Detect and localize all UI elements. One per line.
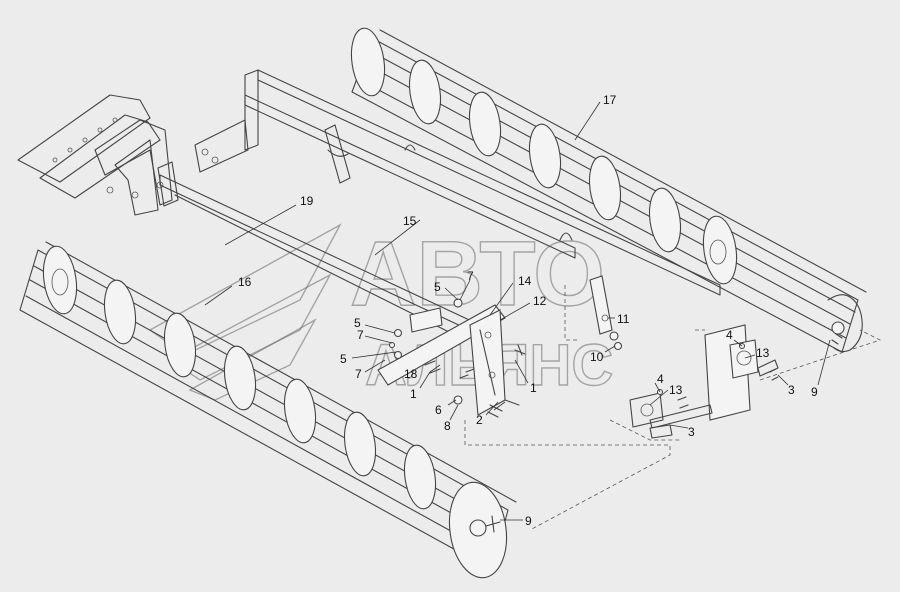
callout-1-right: 1 [530, 381, 537, 395]
callout-7-top: 7 [467, 269, 474, 283]
callout-3-right: 3 [788, 383, 795, 397]
callout-13-right: 13 [756, 346, 770, 360]
callout-5-middle: 5 [354, 316, 361, 330]
callout-18: 18 [404, 367, 418, 381]
callout-14: 14 [518, 274, 532, 288]
callout-4-right: 4 [726, 328, 733, 342]
callout-5-bottom: 5 [340, 352, 347, 366]
callout-labels: 17 19 15 16 5 7 14 12 5 7 5 7 18 1 6 8 2… [238, 93, 818, 528]
assembly-lines [464, 285, 882, 531]
callout-3-left: 3 [688, 425, 695, 439]
callout-17: 17 [603, 93, 617, 107]
callout-7-bottom: 7 [355, 367, 362, 381]
callout-12: 12 [533, 294, 547, 308]
callout-6: 6 [435, 403, 442, 417]
hitch-bracket [17, 94, 173, 216]
leader-lines [204, 101, 831, 521]
upper-roller [350, 27, 867, 353]
callout-7-middle: 7 [357, 328, 364, 342]
callout-15: 15 [403, 214, 417, 228]
callout-11: 11 [617, 312, 630, 326]
watermark-logo: АВТО АЛЬЯНС [148, 222, 614, 401]
center-bracket [377, 298, 526, 418]
callout-8: 8 [444, 419, 451, 433]
callout-1-left: 1 [410, 387, 417, 401]
callout-16: 16 [238, 275, 252, 289]
lower-roller [19, 241, 517, 579]
callout-4-left: 4 [657, 372, 664, 386]
callout-9-right: 9 [811, 385, 818, 399]
callout-19: 19 [300, 194, 314, 208]
bearing-brackets [589, 275, 779, 439]
callout-13-left: 13 [669, 383, 683, 397]
watermark-line1: АВТО [350, 223, 605, 325]
callout-10: 10 [590, 350, 604, 364]
callout-2: 2 [476, 413, 483, 427]
callout-5-top: 5 [434, 280, 441, 294]
callout-9-bottom: 9 [525, 514, 532, 528]
